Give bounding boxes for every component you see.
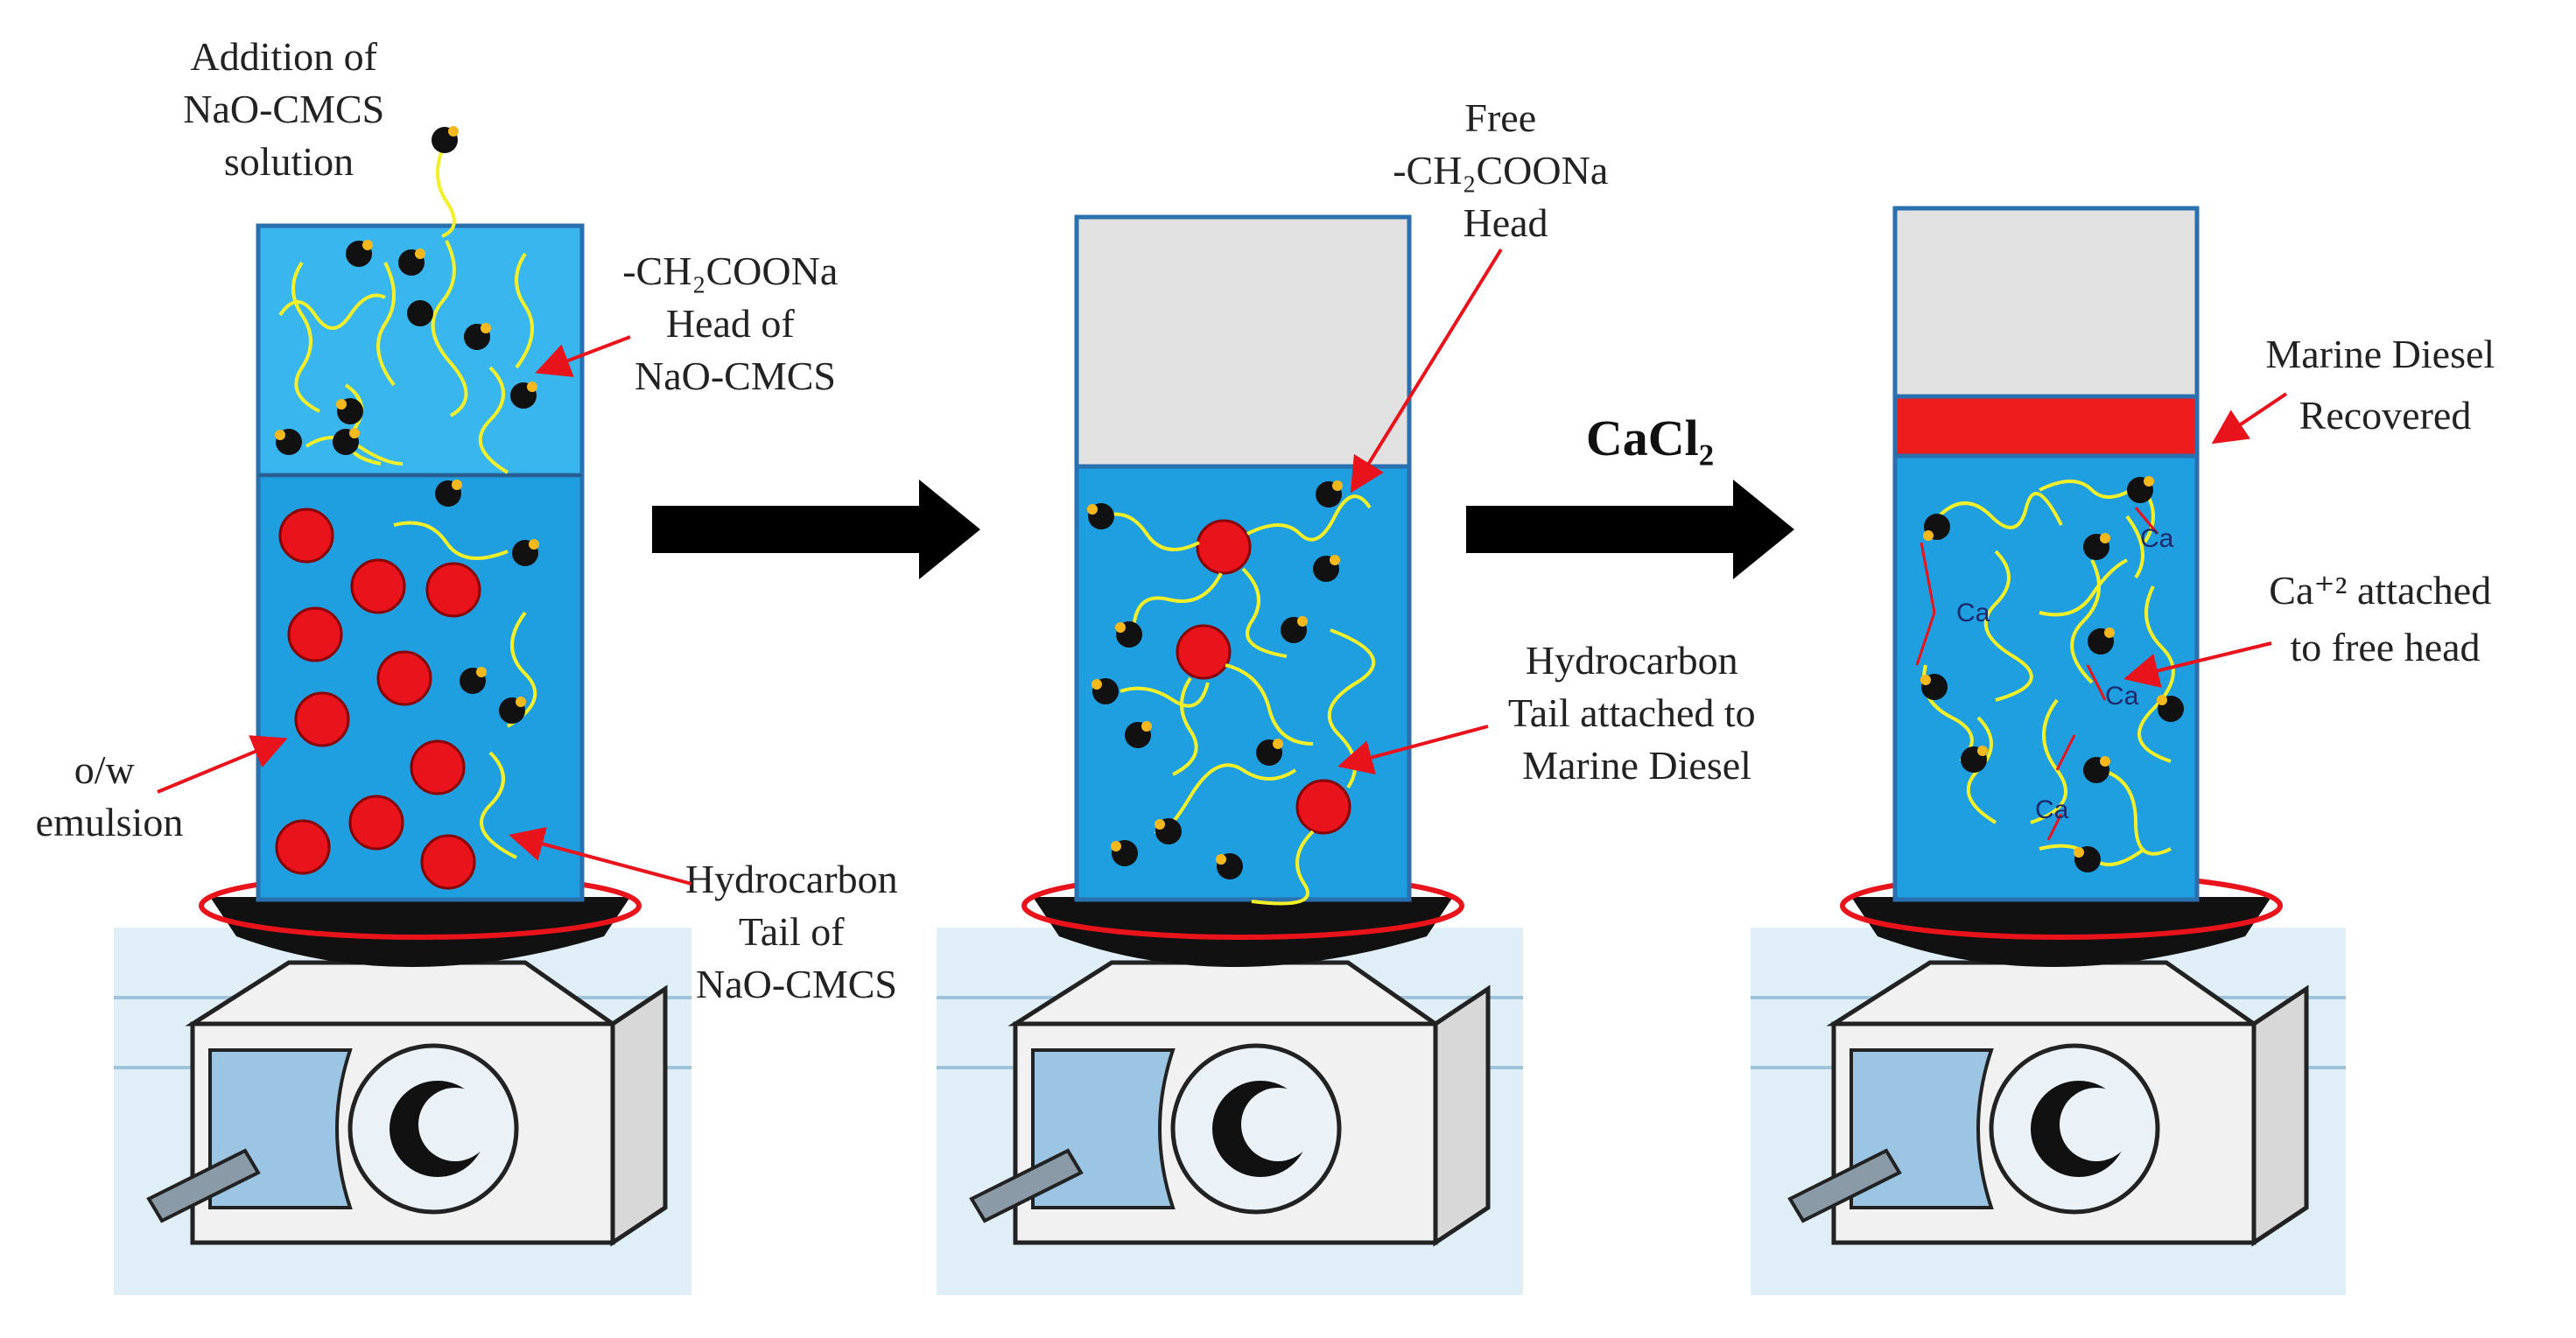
- callout-recovered: [2211, 392, 2288, 445]
- label-tail-attached: Hydrocarbon Tail attached to Marine Dies…: [1508, 638, 1765, 788]
- callout-tail-2: [1337, 725, 1489, 775]
- ca-ion-2: Ca: [2140, 524, 2174, 553]
- ca-ion-3: Ca: [2105, 682, 2139, 711]
- ca-ion-4: Ca: [2035, 795, 2069, 824]
- oil-droplets-1: [275, 508, 481, 890]
- beaker-3-headspace: [1892, 206, 2200, 399]
- magnetic-stirrer-3: [1751, 872, 2346, 1295]
- label-addition: Addition of NaO-CMCS solution: [183, 34, 395, 184]
- callout-free-head: [1350, 248, 1503, 494]
- label-ow-emulsion: o/w emulsion: [36, 747, 184, 844]
- label-head-of-naocmcs: -CH₂COONa Head of NaO-CMCS: [622, 249, 848, 398]
- naocmcs-heads-2: [1087, 480, 1343, 879]
- label-hydrocarbon-tail: Hydrocarbon Tail of NaO-CMCS: [685, 857, 908, 1006]
- callout-head-1: [535, 335, 631, 377]
- magnetic-stirrer-1: [114, 872, 691, 1295]
- label-free-head: Free -CH₂COONa Head: [1393, 95, 1618, 245]
- callout-tail-1: [509, 827, 692, 886]
- panel-2-tail-attached: Free -CH₂COONa Head Hydrocarbon Tail att…: [937, 95, 1765, 1295]
- panel-3-diesel-recovered: Ca Ca Ca Ca Marine Diesel Recovered Ca⁺²…: [1751, 206, 2504, 1295]
- beaker-2-headspace: [1074, 214, 1412, 469]
- diesel-droplets-2: [1176, 519, 1351, 835]
- panel-1-add-naocmcs: Addition of NaO-CMCS solution -CH₂COONa …: [36, 34, 908, 1295]
- naocmcs-heads-3: [1920, 476, 2184, 872]
- stirrer-switch: [146, 1148, 261, 1223]
- ca-ion-1: Ca: [1956, 599, 1990, 627]
- label-ca-attached: Ca⁺² attached to free head: [2269, 568, 2501, 669]
- callout-emulsion: [157, 735, 288, 794]
- recovered-diesel-layer: [1892, 394, 2200, 459]
- reagent-label: CaCl₂: [1586, 410, 1714, 466]
- magnetic-stirrer-2: [937, 872, 1523, 1295]
- label-diesel-recovered: Marine Diesel Recovered: [2265, 332, 2504, 438]
- ca-bridges: [1915, 507, 2159, 841]
- callout-ca: [2123, 641, 2272, 688]
- process-arrow-1: [652, 480, 980, 579]
- naocmcs-heads-1: [275, 126, 539, 724]
- process-arrow-2: [1466, 480, 1794, 579]
